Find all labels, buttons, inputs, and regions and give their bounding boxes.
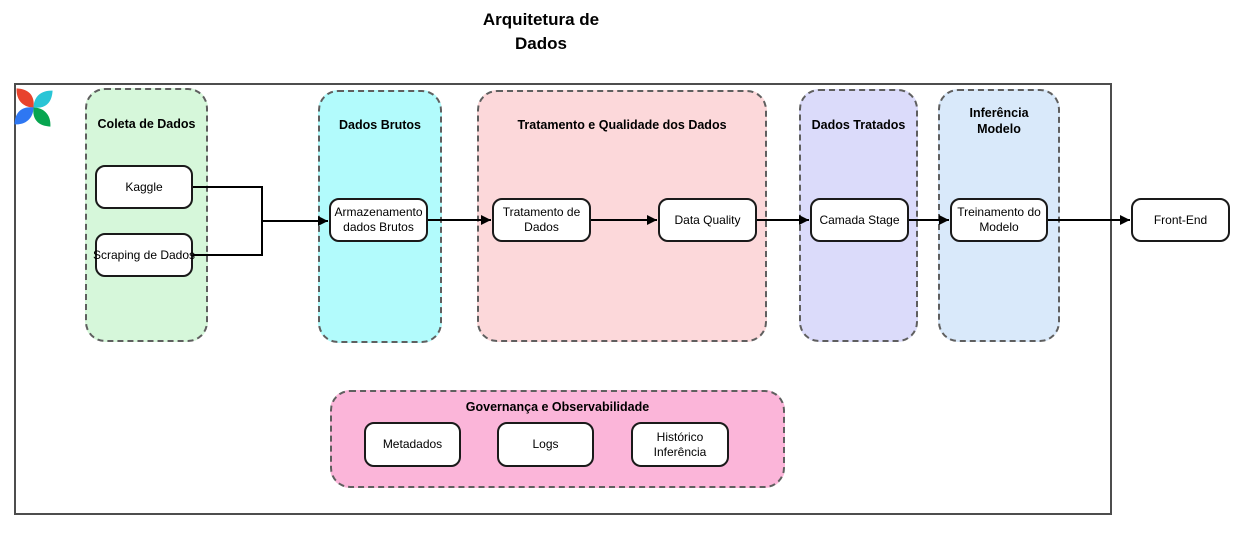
node-treinamento-line2: Modelo [979,220,1019,234]
node-historico-inferencia: Histórico Inferência [631,422,729,467]
node-tratamento-line1: Tratamento de [502,205,581,219]
node-camada-stage: Camada Stage [810,198,909,242]
node-data-quality: Data Quality [658,198,757,242]
node-logs-label: Logs [532,437,559,451]
container-tratamento-title: Tratamento e Qualidade dos Dados [517,118,727,132]
node-tratamento-line2: Dados [524,220,559,234]
container-tratados-title: Dados Tratados [811,118,906,132]
diagram-border [14,83,1112,515]
node-dataquality-label: Data Quality [674,212,741,227]
node-camadastage-label: Camada Stage [819,212,900,227]
node-front-end: Front-End [1131,198,1230,242]
container-governanca-title: Governança e Observabilidade [465,400,650,414]
node-logs: Logs [497,422,594,467]
page-title-line1: Arquitetura de [482,10,600,29]
page-title: Arquitetura de Dados [441,8,641,56]
node-armazenamento-line2: dados Brutos [343,220,414,234]
pinwheel-blade-blue [14,107,34,125]
node-frontend-label: Front-End [1153,212,1208,227]
container-brutos-title: Dados Brutos [339,118,421,132]
node-treinamento-do-modelo: Treinamento do Modelo [950,198,1048,242]
pinwheel-logo-icon [14,88,53,127]
node-treinamento-line1: Treinamento do [957,205,1041,219]
node-armazenamento-dados-brutos: Armazenamento dados Brutos [329,198,428,242]
node-armazenamento-line1: Armazenamento [334,205,423,219]
node-historico-line1: Histórico [656,429,704,444]
node-scraping-label: Scraping de Dados [92,247,196,262]
node-metadados: Metadados [364,422,461,467]
node-scraping-de-dados: Scraping de Dados [92,233,196,277]
container-coleta-de-dados: Coleta de Dados [85,88,208,342]
node-kaggle: Kaggle [95,165,193,209]
pinwheel-blade-cyan [33,90,53,108]
container-coleta-title: Coleta de Dados [97,117,196,131]
node-metadados-label: Metadados [382,437,443,451]
pinwheel-blade-green [33,107,51,127]
pinwheel-blade-red [16,88,34,108]
container-inferencia-title-line2: Modelo [977,122,1021,136]
node-tratamento-de-dados: Tratamento de Dados [492,198,591,242]
node-kaggle-label: Kaggle [125,179,163,194]
node-historico-line2: Inferência [653,444,707,459]
page-title-line2: Dados [515,34,567,53]
container-inferencia-title-line1: Inferência [969,106,1029,120]
